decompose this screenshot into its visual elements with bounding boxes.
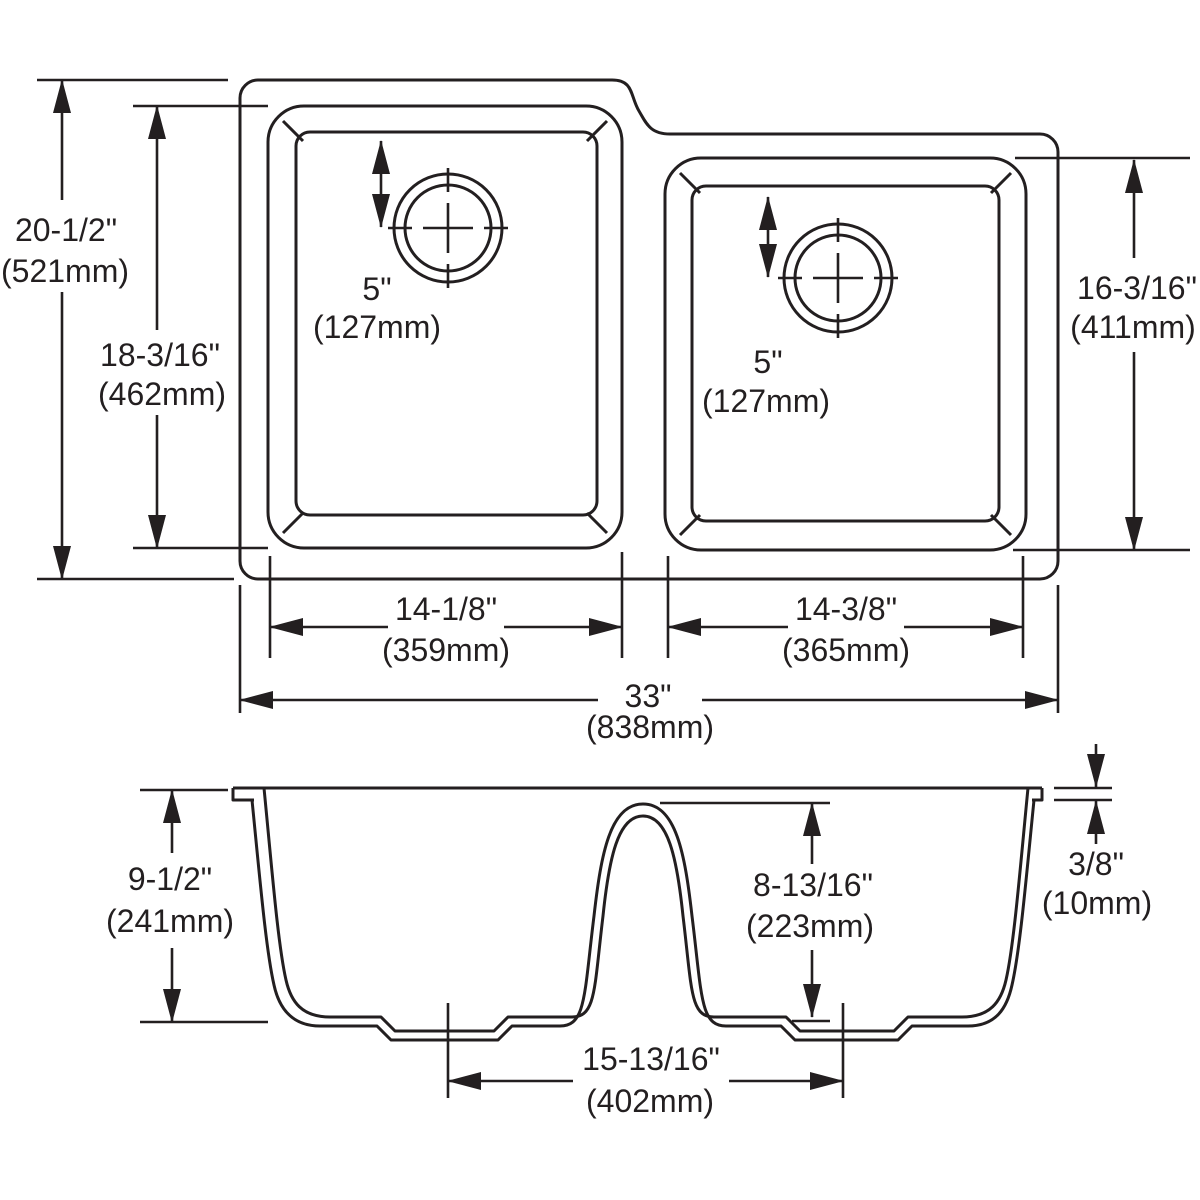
- dim-left-drain-offset-mm: (127mm): [313, 309, 441, 345]
- dim-right-bowl-length-inches: 16-3/16": [1077, 270, 1197, 306]
- dim-right-drain-offset-mm: (127mm): [702, 383, 830, 419]
- right-drain: [778, 218, 898, 338]
- section-outer-contour: [250, 799, 1036, 1042]
- dim-left-bowl-length-inches: 18-3/16": [100, 337, 220, 373]
- dim-overall-height-inches: 20-1/2": [15, 212, 117, 248]
- dim-left-bowl-length-mm: (462mm): [98, 376, 226, 412]
- left-drain: [388, 168, 508, 288]
- section-right-rim-edge: [1032, 788, 1044, 802]
- dim-drain-spacing-mm: (402mm): [586, 1083, 714, 1119]
- dimension-lines: [53, 79, 1143, 1090]
- dim-right-bowl-width-inches: 14-3/8": [795, 591, 897, 627]
- section-view: [231, 786, 1044, 1042]
- extension-lines: [37, 78, 1190, 1098]
- right-drain-crosshair: [778, 218, 898, 338]
- dim-right-bowl-depth-inches: 8-13/16": [753, 867, 873, 903]
- dim-right-bowl-length-mm: (411mm): [1070, 309, 1196, 345]
- dim-overall-height-mm: (521mm): [1, 253, 129, 289]
- dim-left-drain-offset-inches: 5": [362, 271, 391, 307]
- sink-outer-outline: [238, 78, 1060, 581]
- section-inner-contour: [262, 787, 1030, 1033]
- dim-rim-thickness-mm: (10mm): [1042, 885, 1152, 921]
- dim-overall-width-mm: (838mm): [586, 709, 714, 745]
- dim-drain-spacing-inches: 15-13/16": [582, 1041, 720, 1077]
- left-drain-crosshair: [388, 168, 508, 288]
- bowl-corner-ticks: [281, 119, 1013, 537]
- right-bowl-bottom: [690, 184, 1001, 523]
- dim-overall-width-inches: 33": [625, 678, 672, 714]
- left-bowl-rim: [266, 104, 624, 550]
- dim-left-bowl-width-inches: 14-1/8": [395, 591, 497, 627]
- dim-right-drain-offset-inches: 5": [753, 344, 782, 380]
- plan-view: [238, 78, 1060, 581]
- dim-right-bowl-width-mm: (365mm): [782, 632, 910, 668]
- section-left-rim-edge: [231, 788, 254, 802]
- dim-left-bowl-depth-mm: (241mm): [106, 903, 234, 939]
- dim-left-bowl-depth-inches: 9-1/2": [128, 861, 212, 897]
- dim-rim-thickness-inches: 3/8": [1068, 846, 1124, 882]
- dim-right-bowl-depth-mm: (223mm): [746, 908, 874, 944]
- right-bowl-rim: [663, 156, 1028, 552]
- dimension-labels: 20-1/2" (521mm) 18-3/16" (462mm) 16-3/16…: [1, 212, 1197, 1119]
- left-bowl-bottom: [294, 130, 599, 517]
- dim-left-bowl-width-mm: (359mm): [382, 632, 510, 668]
